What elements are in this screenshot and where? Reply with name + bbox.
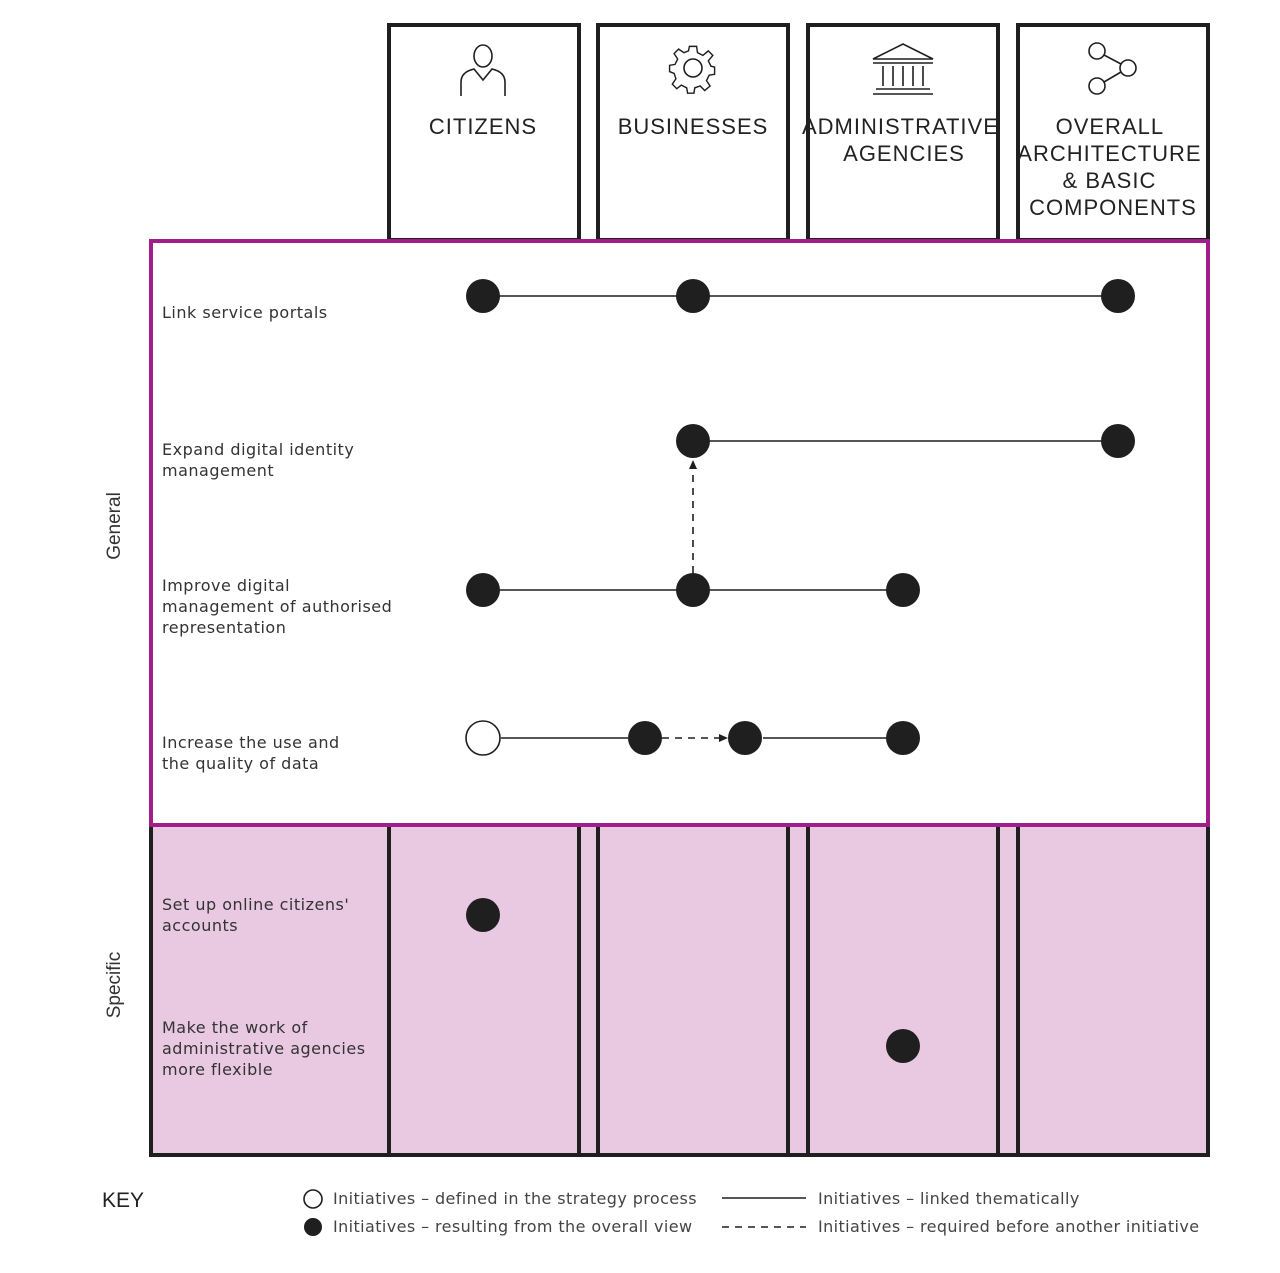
legend-item-overall-view: Initiatives – resulting from the overall… bbox=[333, 1217, 692, 1236]
legend-item-strategy-process: Initiatives – defined in the strategy pr… bbox=[333, 1189, 697, 1208]
initiative-dot bbox=[628, 721, 662, 755]
gear-icon bbox=[668, 45, 716, 94]
initiative-dot bbox=[1101, 279, 1135, 313]
column-title-businesses: BUSINESSES bbox=[618, 114, 769, 139]
row-label-link-service-portals: Link service portals bbox=[162, 303, 328, 322]
network-icon bbox=[1088, 42, 1137, 95]
general-section-frame bbox=[149, 239, 1210, 827]
initiative-dot bbox=[466, 898, 500, 932]
row-label-increase-data-use: Increase the use and the quality of data bbox=[162, 733, 345, 773]
column-header-box-overall-architecture bbox=[1016, 23, 1210, 242]
specific-section bbox=[149, 823, 1210, 1157]
connectors bbox=[483, 295, 1118, 742]
initiative-dot bbox=[466, 279, 500, 313]
column-title-administrative-agencies: ADMINISTRATIVE AGENCIES bbox=[802, 114, 1006, 166]
column-header-box-businesses bbox=[596, 23, 790, 242]
legend: KEY Initiatives – defined in the strateg… bbox=[102, 1189, 1200, 1236]
legend-item-linked-thematically: Initiatives – linked thematically bbox=[818, 1189, 1080, 1208]
initiative-dot bbox=[728, 721, 762, 755]
person-icon bbox=[460, 44, 506, 96]
initiative-dot bbox=[466, 573, 500, 607]
column-header-box-administrative-agencies bbox=[806, 23, 1000, 242]
legend-title: KEY bbox=[102, 1189, 144, 1212]
initiative-dot-open bbox=[465, 720, 501, 756]
row-label-online-citizens-accounts: Set up online citizens' accounts bbox=[162, 895, 355, 935]
initiative-dot bbox=[676, 279, 710, 313]
column-headers bbox=[387, 23, 1210, 242]
initiative-dots bbox=[465, 279, 1135, 1063]
row-label-improve-authorised-representation: Improve digital management of authorised… bbox=[162, 576, 398, 637]
column-header-box-citizens bbox=[387, 23, 581, 242]
specific-section-background bbox=[149, 823, 1210, 1157]
initiative-dot bbox=[1101, 424, 1135, 458]
legend-open-circle-icon bbox=[303, 1189, 323, 1209]
initiative-dot bbox=[886, 573, 920, 607]
section-label-specific: Specific bbox=[104, 952, 125, 1019]
column-titles: CITIZENS BUSINESSES ADMINISTRATIVE AGENC… bbox=[429, 114, 1208, 220]
initiative-dot bbox=[676, 424, 710, 458]
legend-item-required-before: Initiatives – required before another in… bbox=[818, 1217, 1200, 1236]
column-title-citizens: CITIZENS bbox=[429, 114, 537, 139]
building-icon bbox=[872, 43, 934, 95]
row-label-expand-digital-identity: Expand digital identity management bbox=[162, 440, 360, 480]
section-label-general: General bbox=[104, 492, 125, 560]
row-labels: Link service portals Expand digital iden… bbox=[162, 303, 398, 1079]
row-label-flexible-agencies: Make the work of administrative agencies… bbox=[162, 1018, 371, 1079]
initiative-dot bbox=[886, 721, 920, 755]
legend-filled-circle-icon bbox=[304, 1218, 322, 1236]
initiative-dot bbox=[886, 1029, 920, 1063]
initiative-dot bbox=[676, 573, 710, 607]
column-title-overall-architecture: OVERALL ARCHITECTURE & BASIC COMPONENTS bbox=[1017, 114, 1208, 220]
